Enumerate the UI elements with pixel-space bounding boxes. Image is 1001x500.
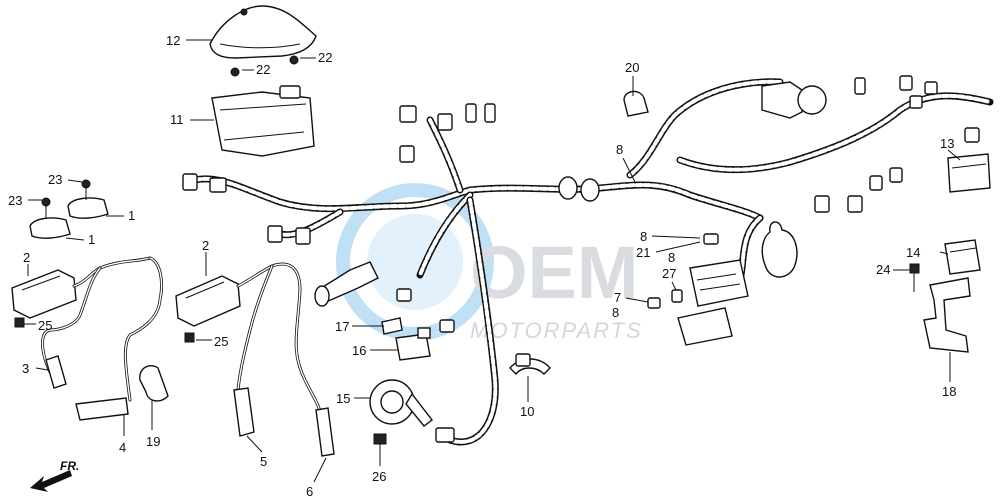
callout-11: 11	[170, 112, 184, 127]
callout-1: 1	[128, 208, 135, 223]
callout-23: 23	[8, 193, 22, 208]
callout-8: 8	[616, 142, 623, 157]
part-13-relay	[947, 153, 991, 193]
callout-labels: 12 22 22 11 20 8 13 23 23 1 1 2 2 25 25 …	[8, 33, 956, 499]
part-27-fuse	[671, 289, 683, 303]
part-3-plug-cap	[45, 355, 67, 389]
callout-21: 21	[636, 245, 650, 260]
callout-1: 1	[88, 232, 95, 247]
callout-25: 25	[214, 334, 228, 349]
part-7-fuse	[647, 297, 661, 309]
part-10-band	[509, 353, 551, 376]
callout-19: 19	[146, 434, 160, 449]
callout-17: 17	[335, 319, 349, 334]
callout-20: 20	[625, 60, 639, 75]
part-18-bracket	[923, 277, 971, 353]
part-16-relay	[395, 327, 431, 361]
callout-24: 24	[876, 262, 890, 277]
part-1-holders	[29, 179, 109, 239]
callout-7: 7	[614, 290, 621, 305]
callout-18: 18	[942, 384, 956, 399]
callout-2: 2	[202, 238, 209, 253]
callout-16: 16	[352, 343, 366, 358]
callout-25: 25	[38, 318, 52, 333]
callout-5: 5	[260, 454, 267, 469]
callout-12: 12	[166, 33, 180, 48]
callout-22: 22	[256, 62, 270, 77]
callout-10: 10	[520, 404, 534, 419]
callout-6: 6	[306, 484, 313, 499]
watermark-sub-text: MOTORPARTS	[470, 318, 643, 343]
part-19-clip	[139, 364, 169, 402]
watermark-logo-text: OEM	[470, 231, 639, 314]
callout-23: 23	[48, 172, 62, 187]
part-14-relay	[944, 239, 981, 275]
part-6-plug-cap	[315, 407, 335, 457]
leader-lines	[24, 39, 961, 483]
callout-8: 8	[668, 250, 675, 265]
part-4-plug-cap	[75, 397, 129, 421]
callout-26: 26	[372, 469, 386, 484]
callout-13: 13	[940, 136, 954, 151]
watermark-circle-icon	[336, 183, 494, 341]
callout-27: 27	[662, 266, 676, 281]
part-11-case	[211, 85, 315, 157]
callout-4: 4	[119, 440, 126, 455]
part-20-clamp	[623, 90, 649, 117]
part-12-cover	[209, 5, 317, 59]
part-5-plug-cap	[233, 387, 255, 437]
part-2-ignition-coil-right	[175, 262, 324, 422]
callout-22: 22	[318, 50, 332, 65]
callout-3: 3	[22, 361, 29, 376]
front-direction-arrow-icon: FR.	[30, 459, 79, 492]
main-wire-harness	[182, 75, 994, 446]
part-22-screws	[230, 55, 299, 77]
part-15-horn	[369, 379, 433, 427]
callout-2: 2	[23, 250, 30, 265]
part-26-bolt	[373, 433, 387, 458]
part-24-bolt	[909, 263, 920, 292]
watermark-globe-icon	[367, 214, 463, 310]
callout-8: 8	[640, 229, 647, 244]
front-direction-label: FR.	[60, 459, 79, 473]
part-2-ignition-coil-left	[11, 256, 164, 402]
part-25-bolts	[14, 317, 195, 343]
callout-15: 15	[336, 391, 350, 406]
part-17-connector	[381, 317, 403, 335]
callout-8: 8	[612, 305, 619, 320]
part-21-fuse	[703, 233, 719, 245]
callout-14: 14	[906, 245, 920, 260]
